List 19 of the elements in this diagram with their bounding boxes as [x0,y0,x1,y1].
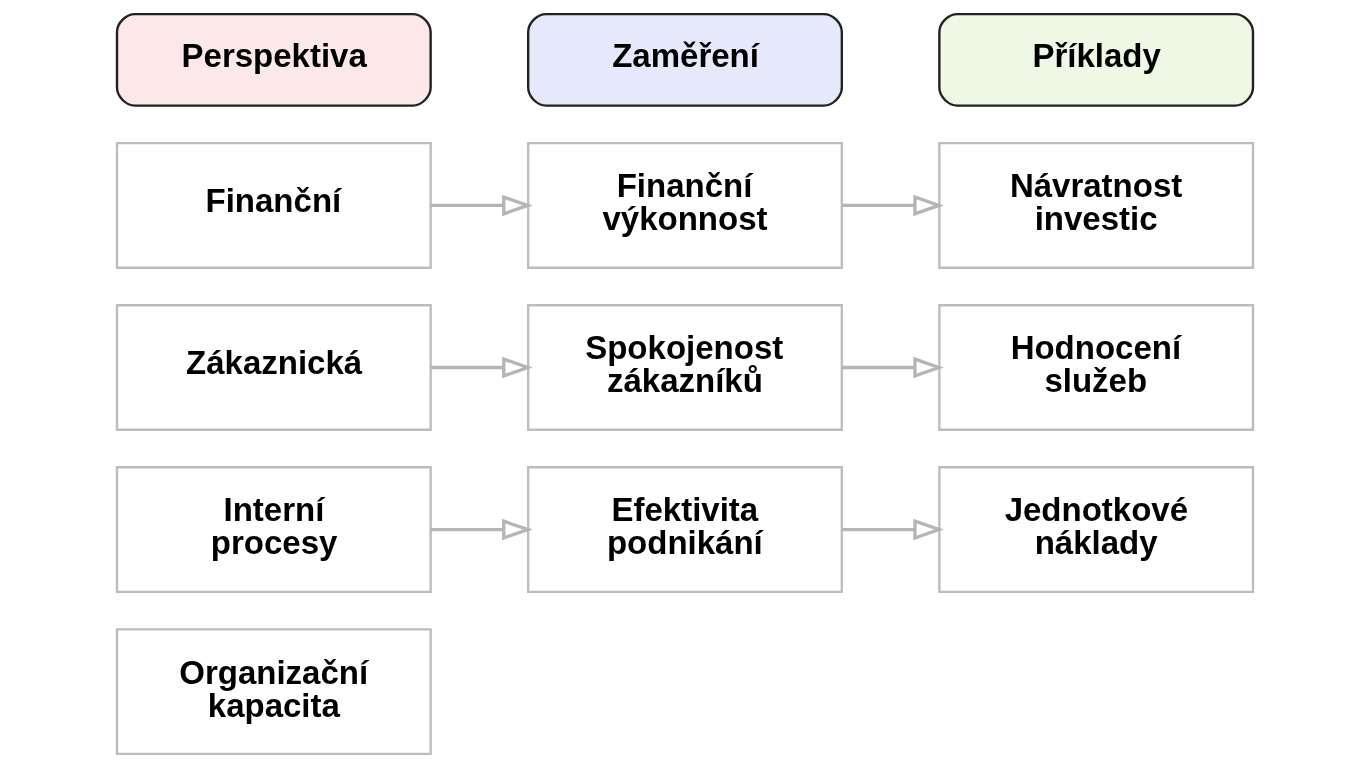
node-box: Příklady [938,12,1255,107]
node-box: Perspektiva [115,12,432,107]
node-box: Interní procesy [115,466,432,594]
arrow [430,356,533,379]
node-box: Finanční [115,141,432,269]
arrow [842,518,944,541]
node-box: Hodnocení služeb [938,304,1255,431]
arrow [430,518,533,541]
node-box: Návratnost investic [938,141,1255,269]
node-box: Jednotkové náklady [938,466,1255,594]
node-box: Spokojenost zákazníků [526,304,844,431]
arrow [842,194,944,217]
node-box: Zaměření [526,12,844,107]
arrow [430,194,533,217]
node-box: Organizační kapacita [115,628,432,756]
arrow [842,356,944,379]
node-box: Finanční výkonnost [526,141,844,269]
node-box: Zákaznická [115,304,432,431]
node-box: Efektivita podnikání [526,466,844,594]
